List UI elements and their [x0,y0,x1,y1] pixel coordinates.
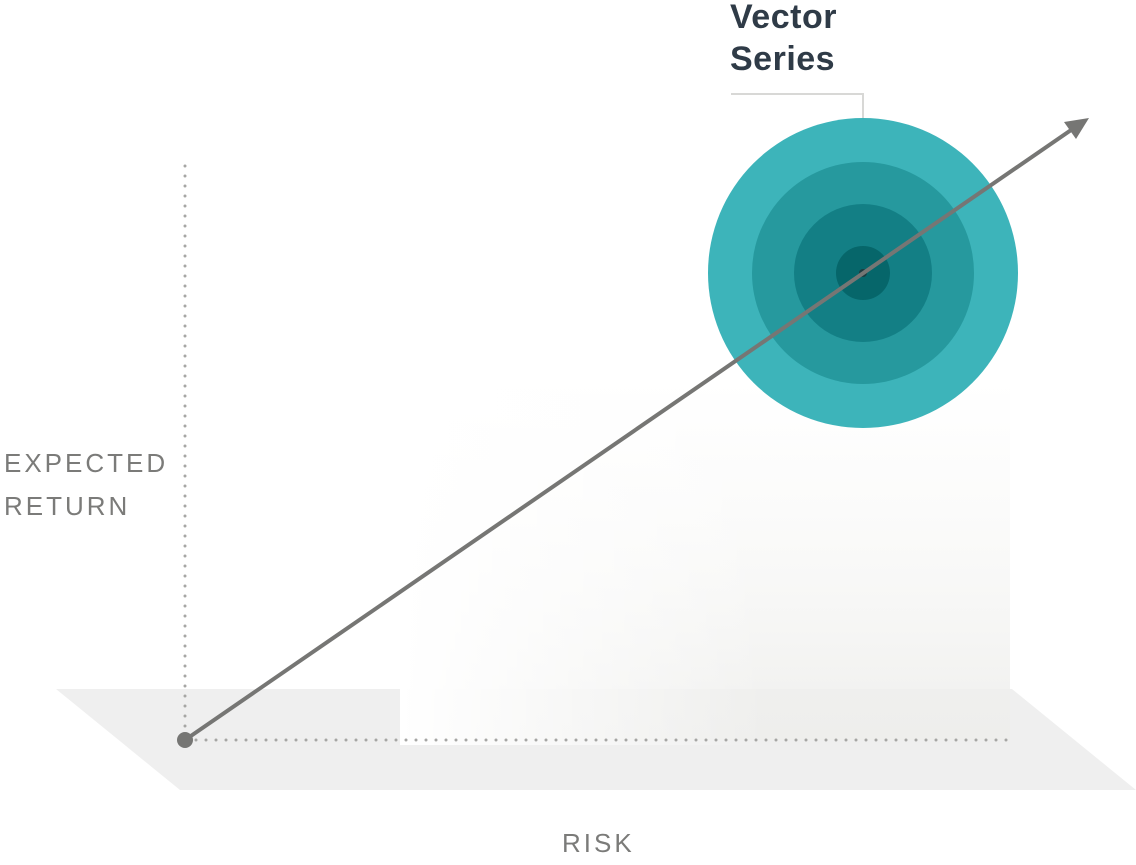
y-axis-label: EXPECTED RETURN [4,442,168,528]
series-label: Vector Series [730,0,837,80]
series-label-line2: Series [730,40,836,78]
series-leader-line [731,93,864,118]
series-label-line1: Vector [730,0,837,36]
back-wall-fade [400,370,1012,745]
y-axis-label-line2: RETURN [4,491,131,521]
x-axis-label: RISK [562,828,635,858]
y-axis-label-line1: EXPECTED [4,448,169,478]
vector-arrow-head [1064,118,1089,139]
vector-arrow-shaft [183,126,1076,742]
origin-dot [177,732,193,748]
vector-arrow [177,118,1089,748]
